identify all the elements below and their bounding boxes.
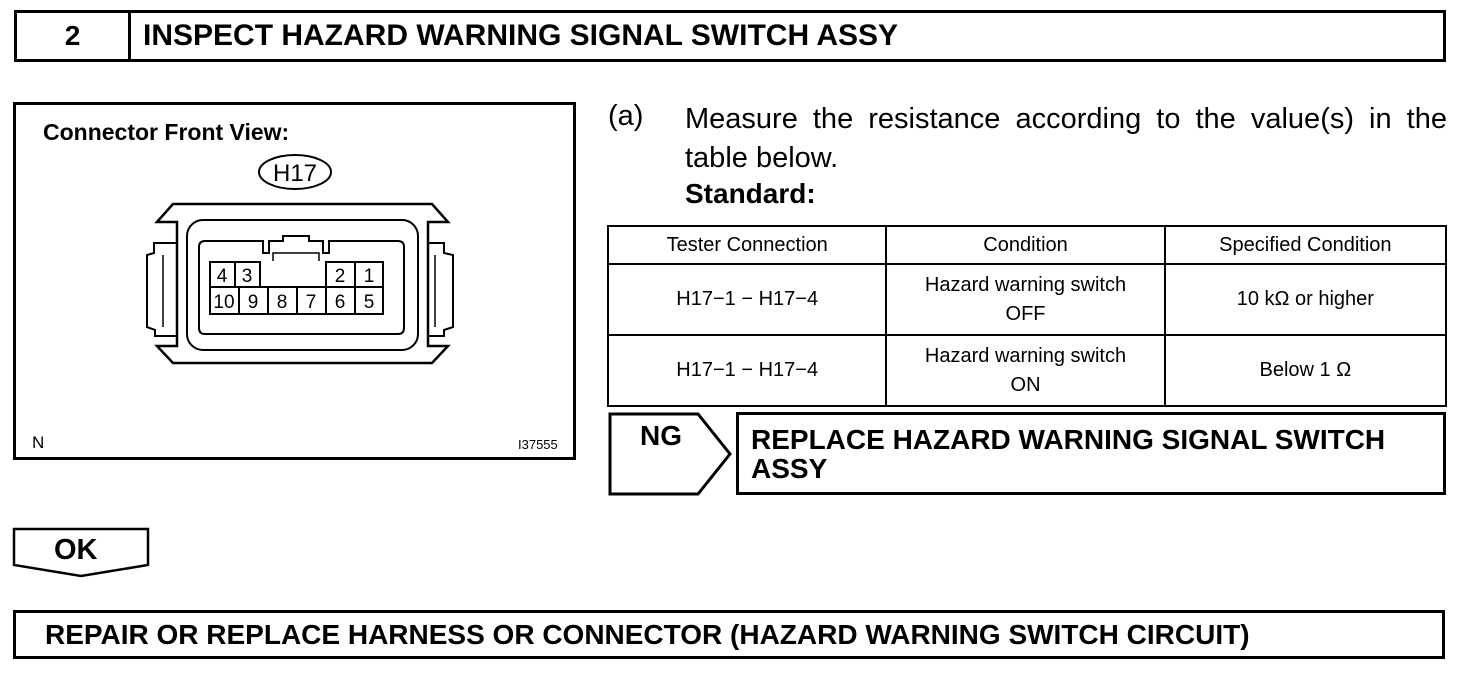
substep-label: (a): [608, 100, 644, 132]
tester-connection-cell: H17−1 − H17−4: [606, 334, 888, 407]
standard-label: Standard:: [685, 178, 816, 209]
connector-id-label: H17: [273, 160, 317, 187]
pin-label: 10: [213, 292, 234, 313]
ng-action-box: REPLACE HAZARD WARNING SIGNAL SWITCH ASS…: [736, 412, 1446, 495]
pin-label: 4: [217, 266, 228, 287]
connector-front-view-diagram: H17 4 3 2 1 10 9 8: [146, 154, 454, 365]
specified-condition-cell: 10 kΩ or higher: [1163, 263, 1448, 336]
column-header: Condition: [885, 225, 1166, 265]
pin-label: 3: [242, 266, 253, 287]
ng-arrow-shape: [608, 412, 732, 496]
pin-cavity: [198, 235, 405, 335]
final-action-box: REPAIR OR REPLACE HARNESS OR CONNECTOR (…: [13, 610, 1445, 659]
ng-label: NG: [640, 420, 682, 451]
pin-label: 5: [364, 292, 375, 313]
pin-label: 1: [364, 266, 375, 287]
pin-5: [354, 286, 384, 315]
pin-label: 6: [335, 292, 346, 313]
column-header: Tester Connection: [606, 225, 888, 265]
connector-id-ellipse: [258, 154, 332, 190]
step-header: 2 INSPECT HAZARD WARNING SIGNAL SWITCH A…: [14, 10, 1446, 62]
specified-condition-cell: Below 1 Ω: [1163, 334, 1448, 407]
ok-label: OK: [54, 534, 98, 566]
column-header: Specified Condition: [1163, 225, 1448, 265]
figure-title: Connector Front View:: [43, 119, 290, 145]
final-action-text: REPAIR OR REPLACE HARNESS OR CONNECTOR (…: [45, 619, 1250, 650]
left-latch: [146, 242, 177, 337]
ng-action-text: REPLACE HAZARD WARNING SIGNAL SWITCH ASS…: [751, 424, 1386, 484]
ok-arrow-shape: [12, 527, 150, 578]
pin-label: 9: [248, 292, 259, 313]
table-header-row: Tester Connection Condition Specified Co…: [606, 225, 1448, 265]
step-title: INSPECT HAZARD WARNING SIGNAL SWITCH ASS…: [143, 19, 899, 52]
figure-corner-label: N: [32, 433, 45, 452]
connector-figure: H17 4 3 2 1 10 9 8: [13, 102, 576, 460]
spec-table: Tester Connection Condition Specified Co…: [606, 225, 1448, 407]
substep-text: Measure the resistance according to the …: [685, 103, 1447, 174]
figure-code: I37555: [518, 437, 558, 452]
right-latch: [428, 242, 454, 337]
step-number: 2: [17, 13, 131, 59]
connector-inner-body: [186, 219, 419, 351]
pin-label: 7: [306, 292, 317, 313]
connector-housing: [154, 202, 451, 365]
pin-label: 8: [277, 292, 288, 313]
pin-label: 2: [335, 266, 346, 287]
tester-connection-cell: H17−1 − H17−4: [606, 263, 888, 336]
